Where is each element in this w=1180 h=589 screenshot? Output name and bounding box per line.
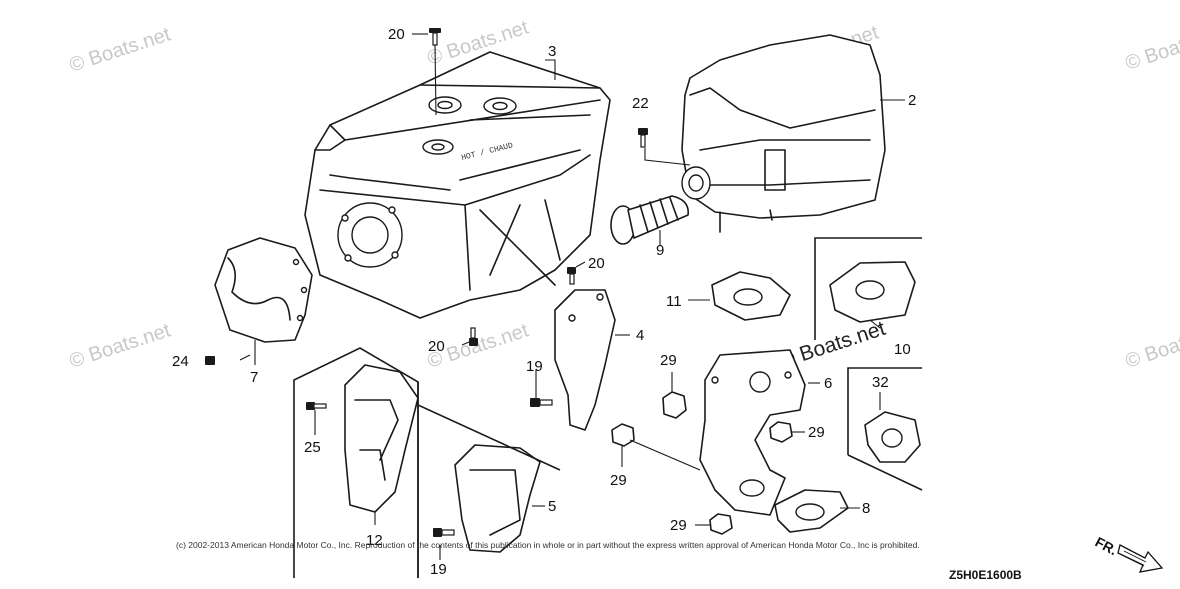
- gasket-32: [864, 411, 921, 463]
- callout-29-d: 29: [670, 517, 687, 534]
- callout-20-b: 20: [588, 255, 605, 272]
- heat-shield: [214, 237, 313, 343]
- leader-lines: [239, 33, 905, 560]
- callout-11: 11: [666, 293, 682, 310]
- region-borders: [293, 237, 923, 578]
- watermark-4: © Boats.net: [1123, 21, 1180, 74]
- callout-19: 19: [526, 358, 543, 375]
- hardware: [205, 28, 793, 537]
- callout-29: 29: [660, 352, 677, 369]
- callouts: 20 3 2 22 9 20 20 4 11 10 6 24 7 25 12 1…: [172, 26, 916, 578]
- callout-20-c: 20: [428, 338, 445, 355]
- callout-2: 2: [908, 92, 916, 109]
- gasket-11: [711, 271, 791, 321]
- exhaust-pipe: [699, 349, 806, 516]
- watermark-5: © Boats.net: [67, 319, 174, 372]
- callout-12: 12: [366, 532, 383, 549]
- callout-5: 5: [548, 498, 556, 515]
- watermark-7: © Boats.net: [1123, 319, 1180, 372]
- gasket-10: [829, 261, 916, 323]
- fr-label: FR.: [1093, 534, 1120, 559]
- callout-19-b: 19: [430, 561, 447, 578]
- bracket-5: [454, 444, 541, 553]
- callout-20: 20: [388, 26, 405, 43]
- callout-22: 22: [632, 95, 649, 112]
- callout-25: 25: [304, 439, 321, 456]
- callout-6: 6: [824, 375, 832, 392]
- callout-24: 24: [172, 353, 189, 370]
- callout-7: 7: [250, 369, 258, 386]
- front-direction-arrow: FR.: [1093, 534, 1164, 573]
- spark-arrester: [610, 195, 689, 245]
- callout-3: 3: [548, 43, 556, 60]
- bracket-4: [554, 289, 616, 431]
- diagram-code: Z5H0E1600B: [949, 568, 1022, 582]
- copyright-notice: (c) 2002-2013 American Honda Motor Co., …: [176, 540, 920, 550]
- callout-9: 9: [656, 242, 664, 259]
- callout-8: 8: [862, 500, 870, 517]
- gasket-8: [774, 489, 849, 533]
- callout-29-c: 29: [808, 424, 825, 441]
- callout-10: 10: [894, 341, 911, 358]
- callout-4: 4: [636, 327, 644, 344]
- callout-32: 32: [872, 374, 889, 391]
- watermark-1: © Boats.net: [67, 23, 174, 76]
- muffler: [681, 34, 886, 233]
- exhaust-shield: [344, 364, 419, 513]
- muffler-protector: HOT / CHAUD: [304, 51, 611, 319]
- callout-29-b: 29: [610, 472, 627, 489]
